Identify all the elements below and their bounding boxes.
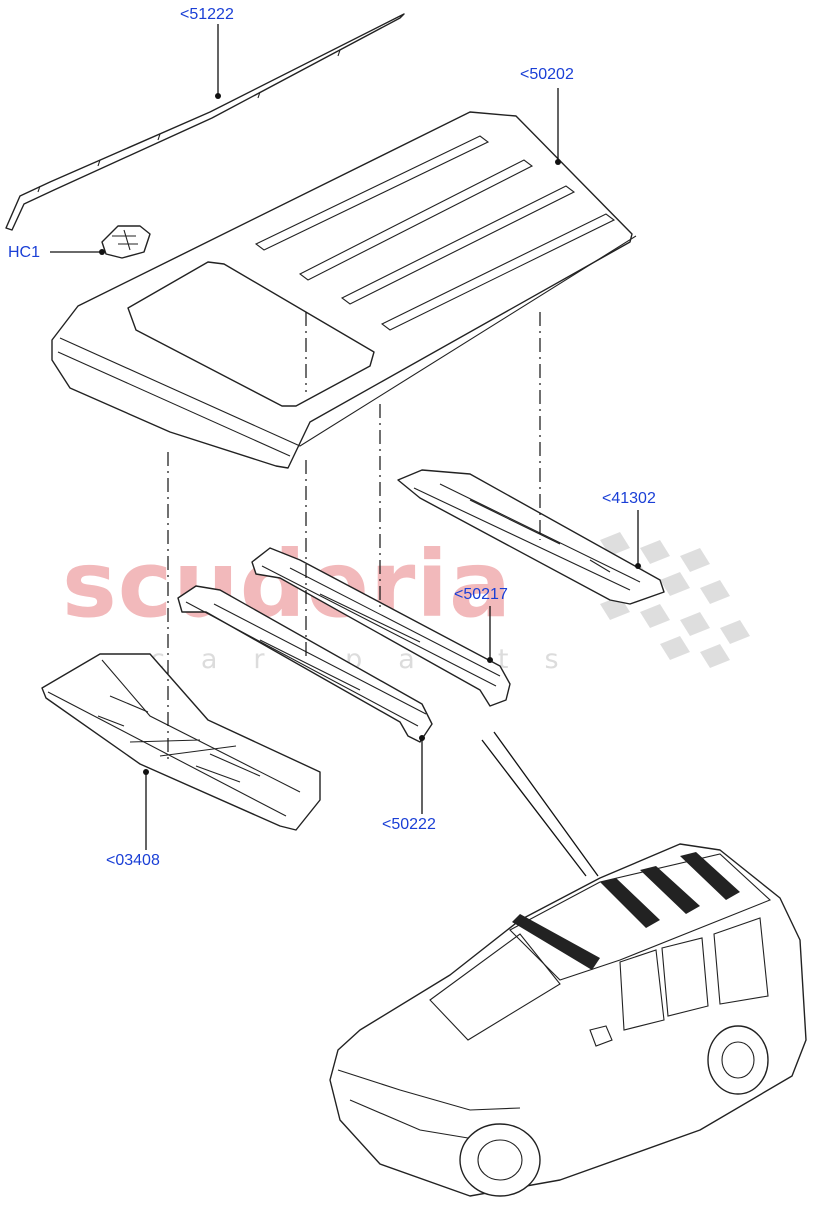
callout-hc1[interactable]: HC1 <box>8 244 41 261</box>
leader-lines <box>50 24 641 877</box>
watermark: scuderia car parts <box>62 531 750 675</box>
hc1-clip[interactable] <box>101 225 151 259</box>
roof-panel[interactable] <box>51 111 637 469</box>
watermark-tagline: car parts <box>150 644 595 675</box>
roof-bow-middle[interactable] <box>177 585 433 743</box>
callout-50202[interactable]: <50202 <box>520 66 574 83</box>
alignment-lines <box>167 312 541 760</box>
callout-51222[interactable]: <51222 <box>180 6 234 23</box>
watermark-brand: scuderia <box>62 531 512 638</box>
roof-moulding-strip[interactable] <box>5 13 405 231</box>
callout-03408[interactable]: <03408 <box>106 852 160 869</box>
callout-50217[interactable]: <50217 <box>454 586 508 603</box>
callout-50222[interactable]: <50222 <box>382 816 436 833</box>
front-header[interactable] <box>41 653 321 831</box>
vehicle-illustration <box>329 843 807 1197</box>
callout-41302[interactable]: <41302 <box>602 490 656 507</box>
roof-bow-rear[interactable] <box>251 547 511 707</box>
